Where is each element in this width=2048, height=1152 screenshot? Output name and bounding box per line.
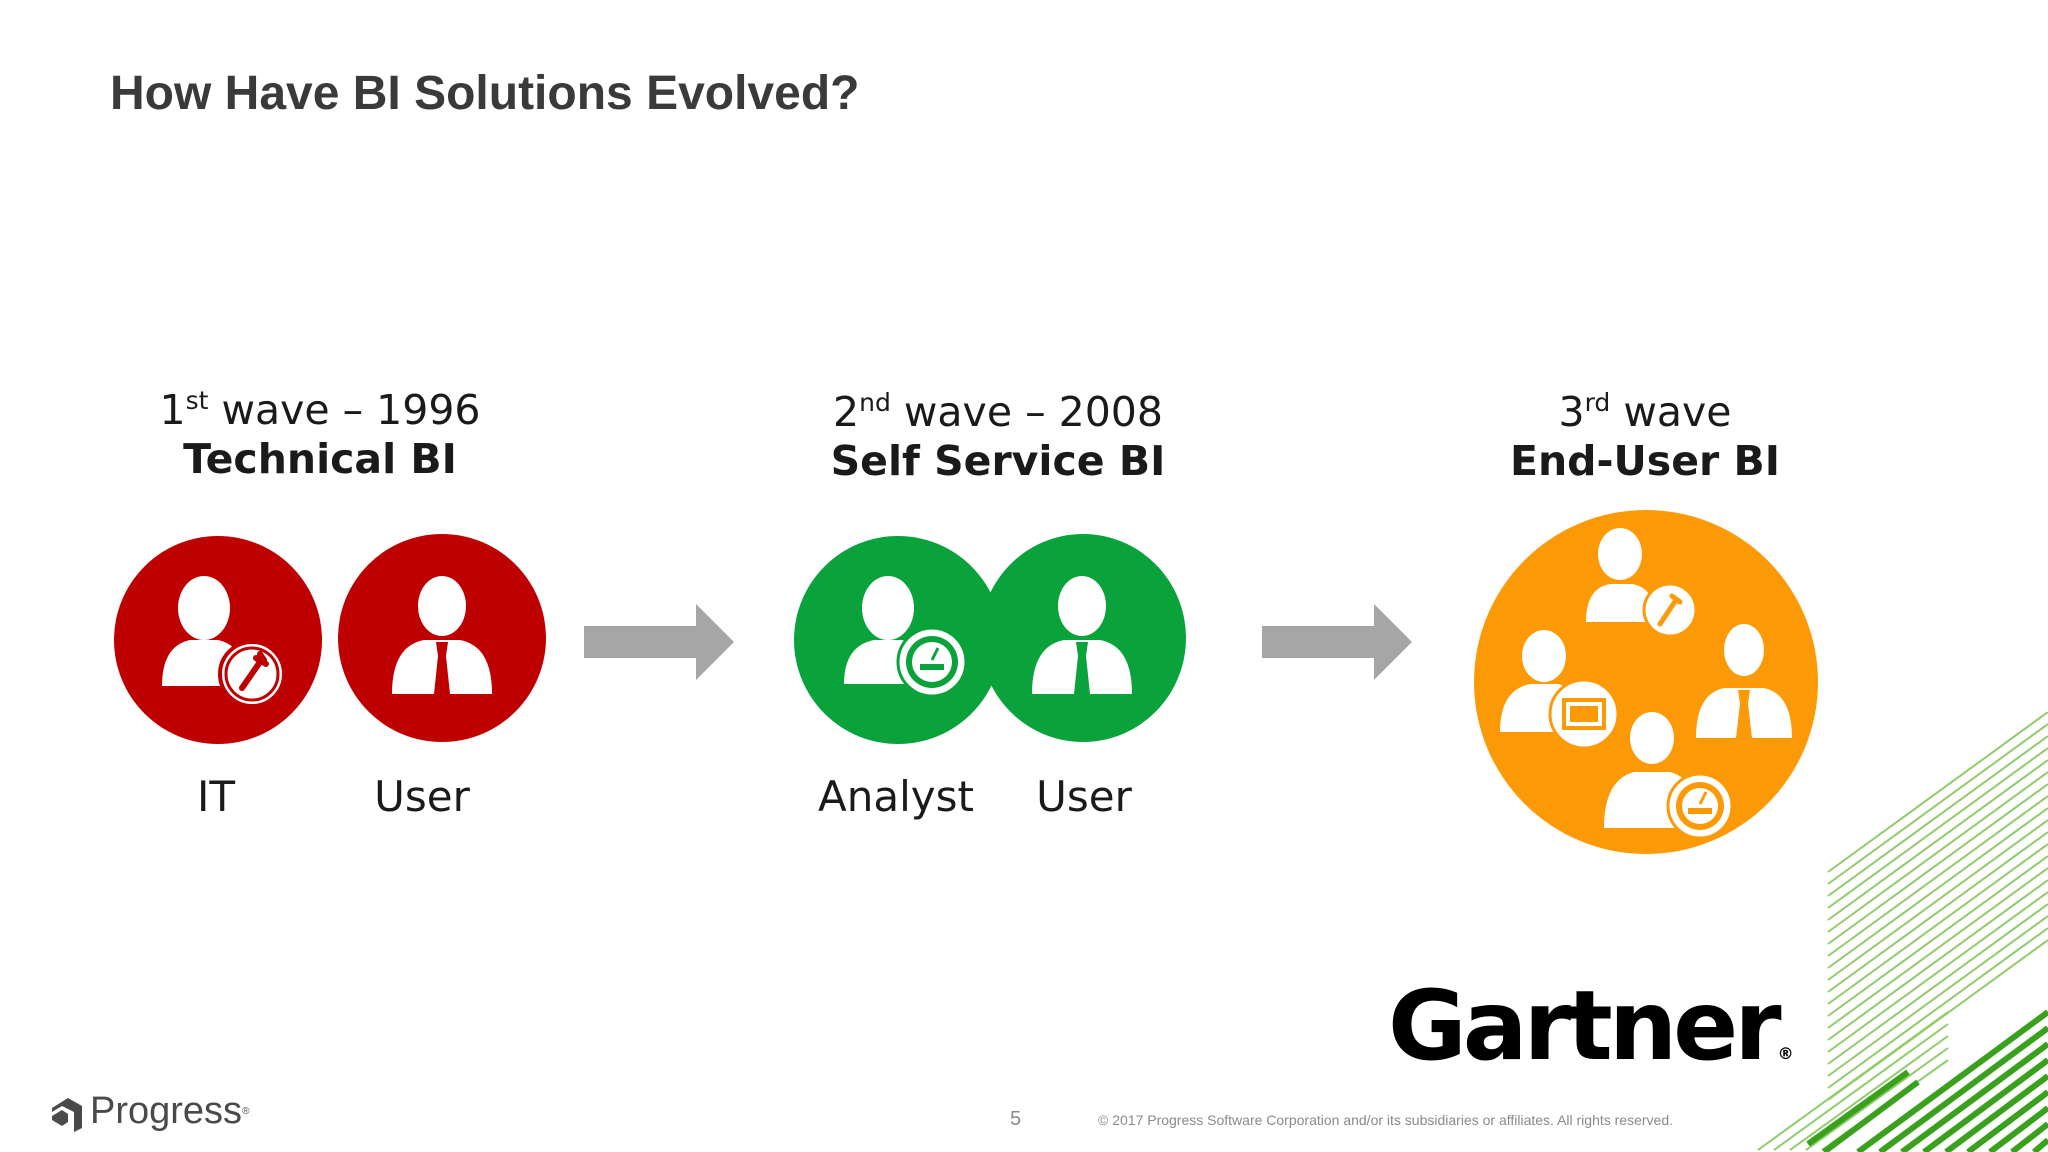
wave-3-ordinal-suffix: rd (1584, 388, 1611, 417)
monitor-icon (1548, 678, 1620, 750)
gauge-icon (896, 626, 968, 698)
arrow-right-icon (1262, 604, 1412, 680)
wave-2-name: Self Service BI (830, 437, 1166, 485)
page-number: 5 (1010, 1108, 1022, 1130)
user-circle-2 (980, 534, 1186, 742)
wave-3-header: 3rd wave End-User BI (1470, 388, 1820, 486)
wave-1-label: wave – 1996 (208, 386, 481, 434)
progress-wordmark: Progress (90, 1090, 243, 1132)
user-circle-1 (338, 534, 546, 742)
wave-3-label: wave (1610, 388, 1732, 436)
wave-1-ordinal: 1 (159, 386, 186, 434)
copyright-notice: © 2017 Progress Software Corporation and… (1098, 1112, 1673, 1128)
arrow-right-icon (584, 604, 734, 680)
wave-2-ordinal-suffix: nd (859, 388, 891, 417)
role-label-user: User (1036, 772, 1132, 821)
gartner-logo: Gartner® (1388, 978, 1794, 1074)
wrench-icon (1642, 582, 1698, 638)
role-label-analyst: Analyst (818, 772, 974, 821)
gartner-registered-mark: ® (1777, 1044, 1794, 1063)
wave-2-ordinal: 2 (833, 388, 860, 436)
end-user-circle (1474, 510, 1818, 854)
analyst-circle (794, 536, 1002, 744)
gauge-icon (1666, 772, 1734, 840)
role-label-it: IT (196, 772, 236, 821)
gartner-wordmark: Gartner (1388, 970, 1782, 1082)
progress-logo-icon (52, 1097, 82, 1132)
person-icon (1586, 528, 1656, 622)
wrench-icon (218, 640, 286, 708)
progress-logo: Progress® (48, 1090, 249, 1133)
progress-registered-mark: ® (242, 1106, 250, 1117)
it-circle (114, 536, 322, 744)
wave-3-name: End-User BI (1509, 437, 1781, 485)
wave-2-label: wave – 2008 (890, 388, 1163, 436)
wave-3-ordinal: 3 (1558, 388, 1585, 436)
role-label-user: User (374, 772, 470, 821)
wave-1-header: 1st wave – 1996 Technical BI (140, 386, 500, 484)
wave-1-name: Technical BI (183, 435, 457, 483)
wave-2-header: 2nd wave – 2008 Self Service BI (818, 388, 1178, 486)
decorative-stripes (1757, 712, 2048, 1152)
wave-1-ordinal-suffix: st (185, 386, 209, 415)
slide-title: How Have BI Solutions Evolved? (110, 67, 860, 120)
